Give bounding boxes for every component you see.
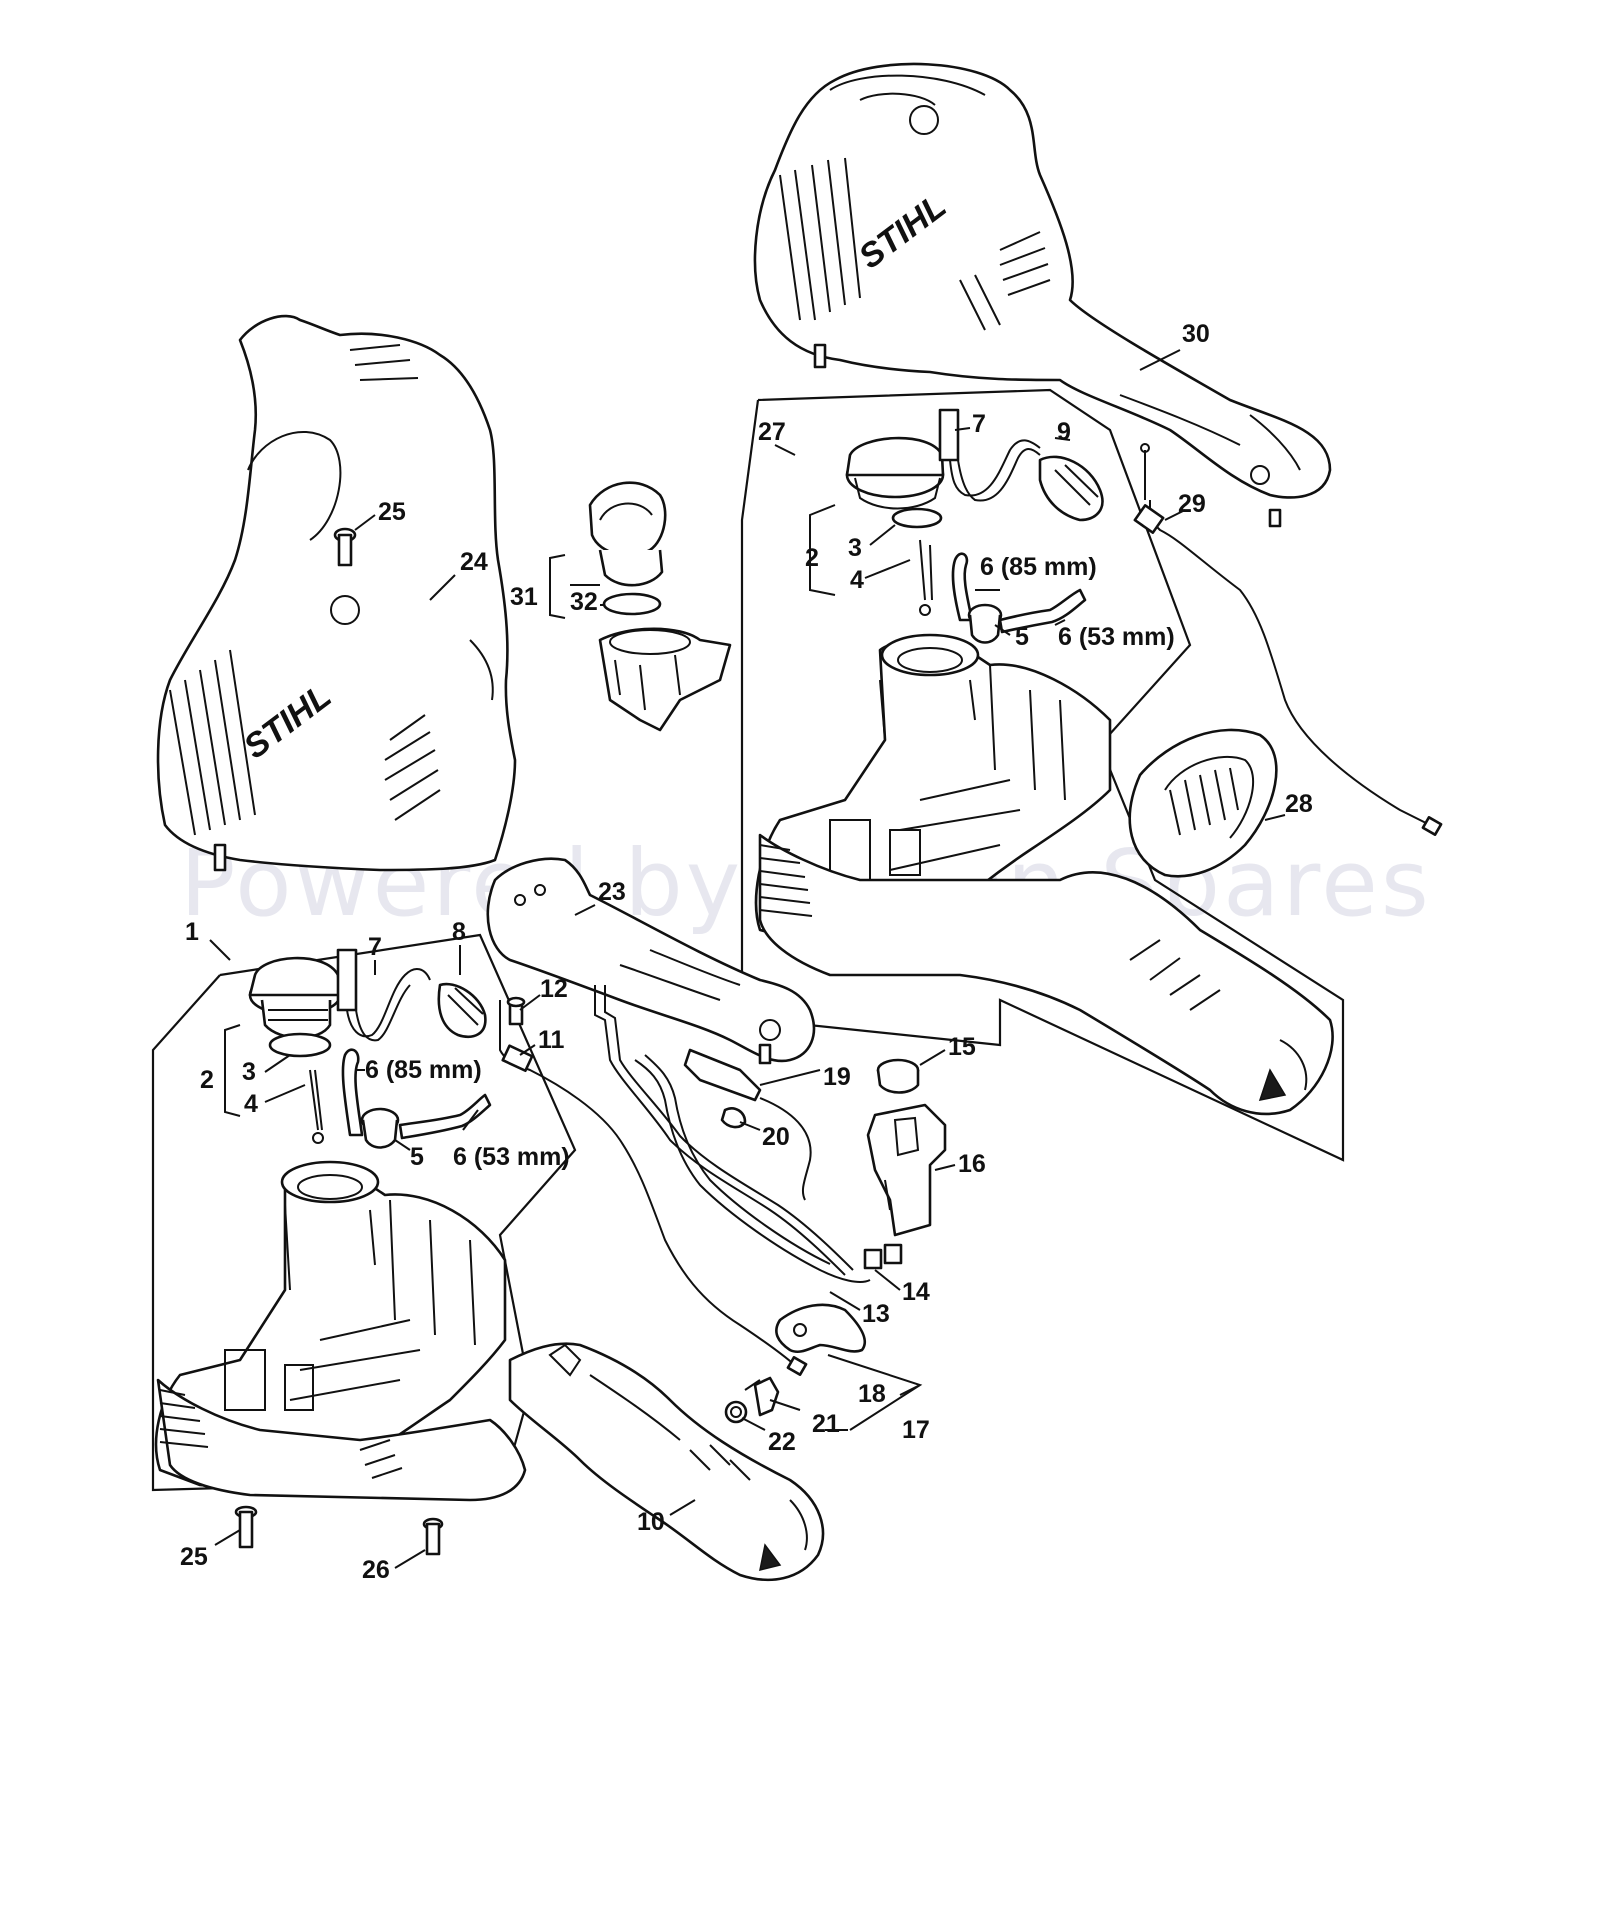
housing-handle-upper: [758, 833, 1334, 1116]
throttle-cable-11: [499, 1000, 808, 1376]
callout-13: 13: [862, 1300, 890, 1328]
callout-28: 28: [1285, 790, 1313, 818]
callout-labels: 30 27 7 9 29 2 3 4 6 (85 mm) 5 6 (53 mm)…: [180, 320, 1313, 1584]
part-19: [683, 1048, 812, 1201]
handle-10: [508, 1342, 825, 1582]
callout-2-left: 2: [200, 1066, 214, 1094]
wire-14: [634, 1054, 903, 1283]
hose-85mm-upper: [951, 552, 974, 622]
engine-shroud-30: STIHL: [753, 62, 1332, 528]
handle-housing-23: [486, 857, 816, 1065]
callout-29: 29: [1178, 490, 1206, 518]
o-ring-left: [268, 1032, 332, 1058]
callout-11: 11: [538, 1026, 565, 1054]
fuel-hose-left: [309, 948, 431, 1144]
callout-4-left: 4: [244, 1090, 258, 1118]
fuel-tank-housing-left: [154, 1160, 507, 1489]
o-ring-upper: [891, 507, 943, 529]
screw-25-top: [333, 527, 357, 567]
screw-25-bottom: [234, 1505, 258, 1549]
switch-15: [876, 1058, 920, 1094]
housing-base-left: [156, 1378, 527, 1502]
fuel-filter-8: [437, 982, 487, 1039]
callout-1: 1: [185, 918, 199, 946]
callout-3-left: 3: [242, 1058, 256, 1086]
fuel-tank-middle: [598, 627, 732, 732]
engine-shroud-24: STIHL: [156, 314, 517, 872]
callout-6-53mm-left: 6 (53 mm): [453, 1143, 570, 1171]
fuel-cap-upper: [845, 436, 945, 510]
callout-30: 30: [1182, 320, 1210, 348]
callout-31: 31: [510, 583, 538, 611]
hose-53mm-upper: [998, 588, 1087, 634]
grommet-5-left: [360, 1107, 400, 1149]
callout-19: 19: [823, 1063, 851, 1091]
callout-25-top: 25: [378, 498, 406, 526]
callout-14: 14: [902, 1278, 930, 1306]
callout-32: 32: [570, 588, 598, 616]
seal-32: [602, 592, 662, 616]
spring-21: [744, 1376, 780, 1417]
callout-12: 12: [540, 975, 568, 1003]
callout-23: 23: [598, 878, 626, 906]
part-20: [720, 1107, 747, 1129]
callout-20: 20: [762, 1123, 790, 1151]
callout-18: 18: [858, 1380, 886, 1408]
tank-cap-31: [588, 481, 667, 587]
fuel-hose-upper: [919, 408, 1041, 616]
callout-5-upper: 5: [1015, 623, 1029, 651]
switch-rod-13: [594, 985, 854, 1276]
throttle-trigger-18: [775, 1303, 867, 1354]
cover-28: [1128, 728, 1278, 878]
callout-6-85mm-left: 6 (85 mm): [365, 1056, 482, 1084]
callout-27: 27: [758, 418, 786, 446]
screw-12: [506, 996, 526, 1026]
callout-25-bottom: 25: [180, 1543, 208, 1571]
fuel-tank-housing-upper: [754, 633, 1112, 949]
callout-9: 9: [1057, 418, 1071, 446]
spring-22: [724, 1400, 748, 1424]
callout-7-left: 7: [368, 933, 382, 961]
callout-2-upper: 2: [805, 544, 819, 572]
callout-24: 24: [460, 548, 488, 576]
callout-3-upper: 3: [848, 534, 862, 562]
callout-4-upper: 4: [850, 566, 864, 594]
callout-16: 16: [958, 1150, 986, 1178]
fuel-filter-9: [1038, 455, 1104, 522]
throttle-cable-29: [1133, 443, 1443, 836]
callout-15: 15: [948, 1033, 976, 1061]
callout-8: 8: [452, 918, 466, 946]
leader-lines: [209, 349, 1286, 1569]
bracket-16: [866, 1103, 947, 1237]
hose-53mm-left: [398, 1093, 492, 1140]
grommet-5-upper: [967, 603, 1003, 644]
hose-85mm-left: [341, 1048, 364, 1137]
callout-17: 17: [902, 1416, 930, 1444]
callout-6-85mm-upper: 6 (85 mm): [980, 553, 1097, 581]
callout-21: 21: [812, 1410, 840, 1438]
callout-10: 10: [637, 1508, 665, 1536]
fuel-cap-left: [248, 956, 342, 1040]
callout-7-upper: 7: [972, 410, 986, 438]
callout-22: 22: [768, 1428, 796, 1456]
callout-26: 26: [362, 1556, 390, 1584]
screw-26: [422, 1517, 444, 1556]
callout-5-left: 5: [410, 1143, 424, 1171]
callout-6-53mm-upper: 6 (53 mm): [1058, 623, 1175, 651]
